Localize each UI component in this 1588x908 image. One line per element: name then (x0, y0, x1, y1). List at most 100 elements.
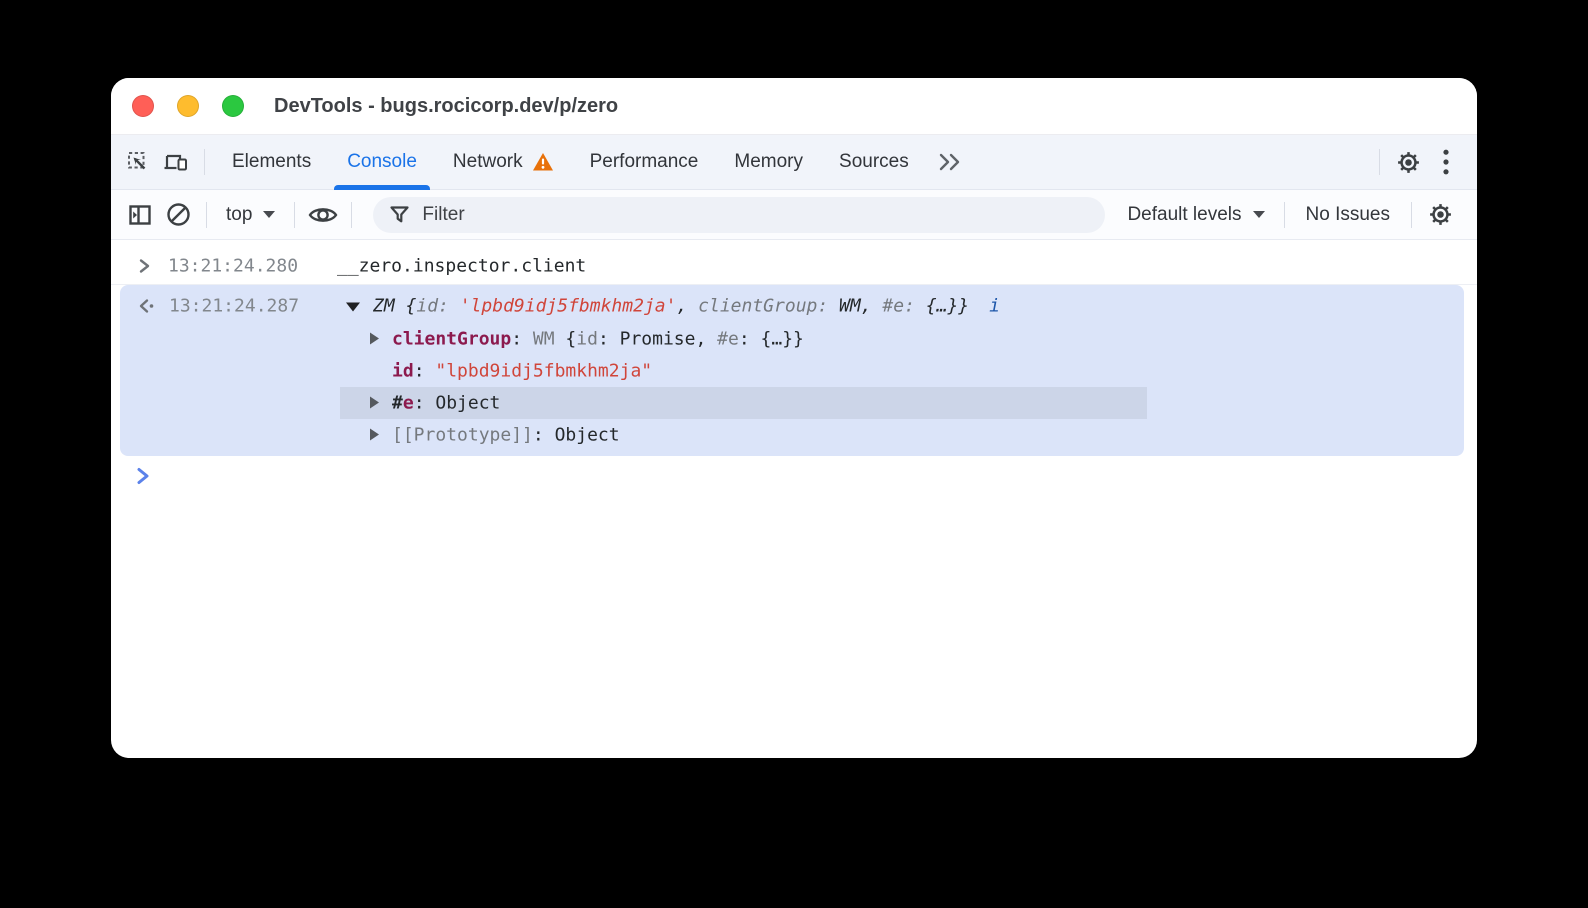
toggle-device-toolbar-button[interactable] (157, 143, 195, 181)
tab-network[interactable]: Network (435, 135, 572, 190)
separator: : (532, 424, 555, 446)
tab-elements[interactable]: Elements (214, 135, 329, 190)
object-preview[interactable]: ZM {id: 'lpbd9idj5fbmkhm2ja', clientGrou… (373, 296, 1000, 317)
tab-label: Sources (839, 151, 909, 172)
minimize-window-button[interactable] (177, 95, 199, 117)
property-name: clientGroup (392, 328, 512, 350)
device-toolbar-icon (163, 151, 189, 174)
separator: , (676, 295, 699, 317)
separator: : (413, 360, 436, 382)
object-value: Object (435, 392, 501, 414)
property-key: clientGroup: (698, 295, 840, 317)
info-hint-icon: i (989, 295, 1000, 317)
execution-context-selector[interactable]: top (216, 204, 285, 226)
object-value: Object (554, 424, 620, 446)
disclosure-triangle-collapsed[interactable] (370, 425, 379, 446)
property-key: id: (416, 295, 460, 317)
divider (351, 201, 353, 228)
property-key: #e (717, 328, 739, 350)
tab-label: Performance (589, 151, 699, 172)
devtools-menu-button[interactable] (1427, 143, 1465, 181)
string-value: "lpbd9idj5fbmkhm2ja" (435, 360, 653, 382)
console-toolbar: top Default levels No (111, 190, 1477, 240)
title-bar: DevTools - bugs.rocicorp.dev/p/zero (111, 78, 1477, 135)
clear-console-button[interactable] (159, 196, 197, 234)
tab-label: Network (452, 151, 523, 172)
result-preview-row[interactable]: 13:21:24.287 ZM {id: 'lpbd9idj5fbmkhm2ja… (120, 289, 1464, 323)
console-output: 13:21:24.280 __zero.inspector.client 13:… (111, 240, 1477, 496)
context-label: top (226, 203, 253, 225)
tab-console[interactable]: Console (329, 135, 435, 190)
zoom-window-button[interactable] (222, 95, 244, 117)
devtools-window: DevTools - bugs.rocicorp.dev/p/zero (111, 78, 1477, 758)
property-content: id: "lpbd9idj5fbmkhm2ja" (392, 361, 652, 382)
disclosure-triangle-collapsed[interactable] (370, 329, 379, 350)
chevron-double-right-icon (937, 152, 963, 172)
create-live-expression-button[interactable] (304, 196, 342, 234)
console-prompt[interactable] (111, 456, 1477, 496)
close-window-button[interactable] (132, 95, 154, 117)
gear-icon (1427, 201, 1454, 228)
property-row-private-e[interactable]: #e: Object (120, 387, 1464, 419)
hash-prefix: # (392, 392, 403, 414)
divider (1379, 149, 1380, 175)
chevron-down-icon (1252, 211, 1265, 218)
tab-label: Memory (734, 151, 804, 172)
console-result-block: 13:21:24.287 ZM {id: 'lpbd9idj5fbmkhm2ja… (120, 285, 1464, 456)
inspect-icon (127, 151, 150, 174)
disclosure-triangle-collapsed[interactable] (370, 393, 379, 414)
class-name: WM (532, 328, 566, 350)
property-key: id (576, 328, 598, 350)
gear-icon (1395, 149, 1422, 176)
property-name: id (392, 360, 414, 382)
kebab-menu-icon (1443, 149, 1449, 175)
console-sidebar-button[interactable] (121, 196, 159, 234)
more-tabs-button[interactable] (927, 152, 973, 172)
disclosure-triangle-expanded[interactable] (346, 296, 360, 317)
property-row-clientgroup[interactable]: clientGroup: WM {id: Promise, #e: {…}} (120, 323, 1464, 355)
object-value: : Promise, (597, 328, 718, 350)
class-name: ZM { (373, 295, 417, 317)
property-row-id[interactable]: id: "lpbd9idj5fbmkhm2ja" (120, 355, 1464, 387)
property-name: [[Prototype]] (392, 424, 533, 446)
divider (206, 201, 207, 228)
property-row-prototype[interactable]: [[Prototype]]: Object (120, 419, 1464, 451)
property-content: #e: Object (392, 393, 500, 414)
clear-console-icon (166, 202, 191, 227)
tab-sources[interactable]: Sources (821, 135, 927, 190)
property-name: e (402, 392, 414, 414)
object-value: {…}} (925, 295, 970, 317)
issues-counter[interactable]: No Issues (1305, 203, 1390, 225)
log-levels-label: Default levels (1127, 203, 1242, 225)
separator: : (413, 392, 436, 414)
timestamp: 13:21:24.280 (168, 255, 299, 277)
tab-label: Console (347, 151, 417, 172)
devtools-settings-button[interactable] (1389, 143, 1427, 181)
divider (1283, 201, 1285, 228)
tab-performance[interactable]: Performance (572, 135, 717, 190)
log-levels-selector[interactable]: Default levels (1117, 204, 1274, 226)
console-sidebar-icon (128, 203, 152, 227)
object-value: WM, (839, 295, 883, 317)
timestamp: 13:21:24.287 (169, 295, 300, 317)
string-value: 'lpbd9idj5fbmkhm2ja' (459, 295, 677, 317)
filter-funnel-icon (389, 204, 410, 225)
tab-memory[interactable]: Memory (716, 135, 821, 190)
eye-icon (308, 204, 338, 226)
object-value: : {…}} (738, 328, 804, 350)
brace: { (565, 328, 577, 350)
console-filter[interactable] (373, 196, 1106, 233)
output-chevron-icon (138, 298, 156, 314)
divider (204, 149, 205, 175)
console-input-line: 13:21:24.280 __zero.inspector.client (111, 248, 1477, 285)
input-chevron-icon (138, 258, 152, 274)
filter-input[interactable] (422, 203, 1090, 226)
window-title: DevTools - bugs.rocicorp.dev/p/zero (274, 94, 619, 117)
network-warning-icon (532, 152, 554, 172)
inspect-element-button[interactable] (119, 143, 157, 181)
evaluated-expression: __zero.inspector.client (337, 255, 587, 277)
console-settings-button[interactable] (1421, 196, 1459, 234)
traffic-lights (132, 95, 244, 117)
devtools-tab-strip: Elements Console Network Performance Mem… (111, 135, 1477, 190)
divider (294, 201, 296, 228)
